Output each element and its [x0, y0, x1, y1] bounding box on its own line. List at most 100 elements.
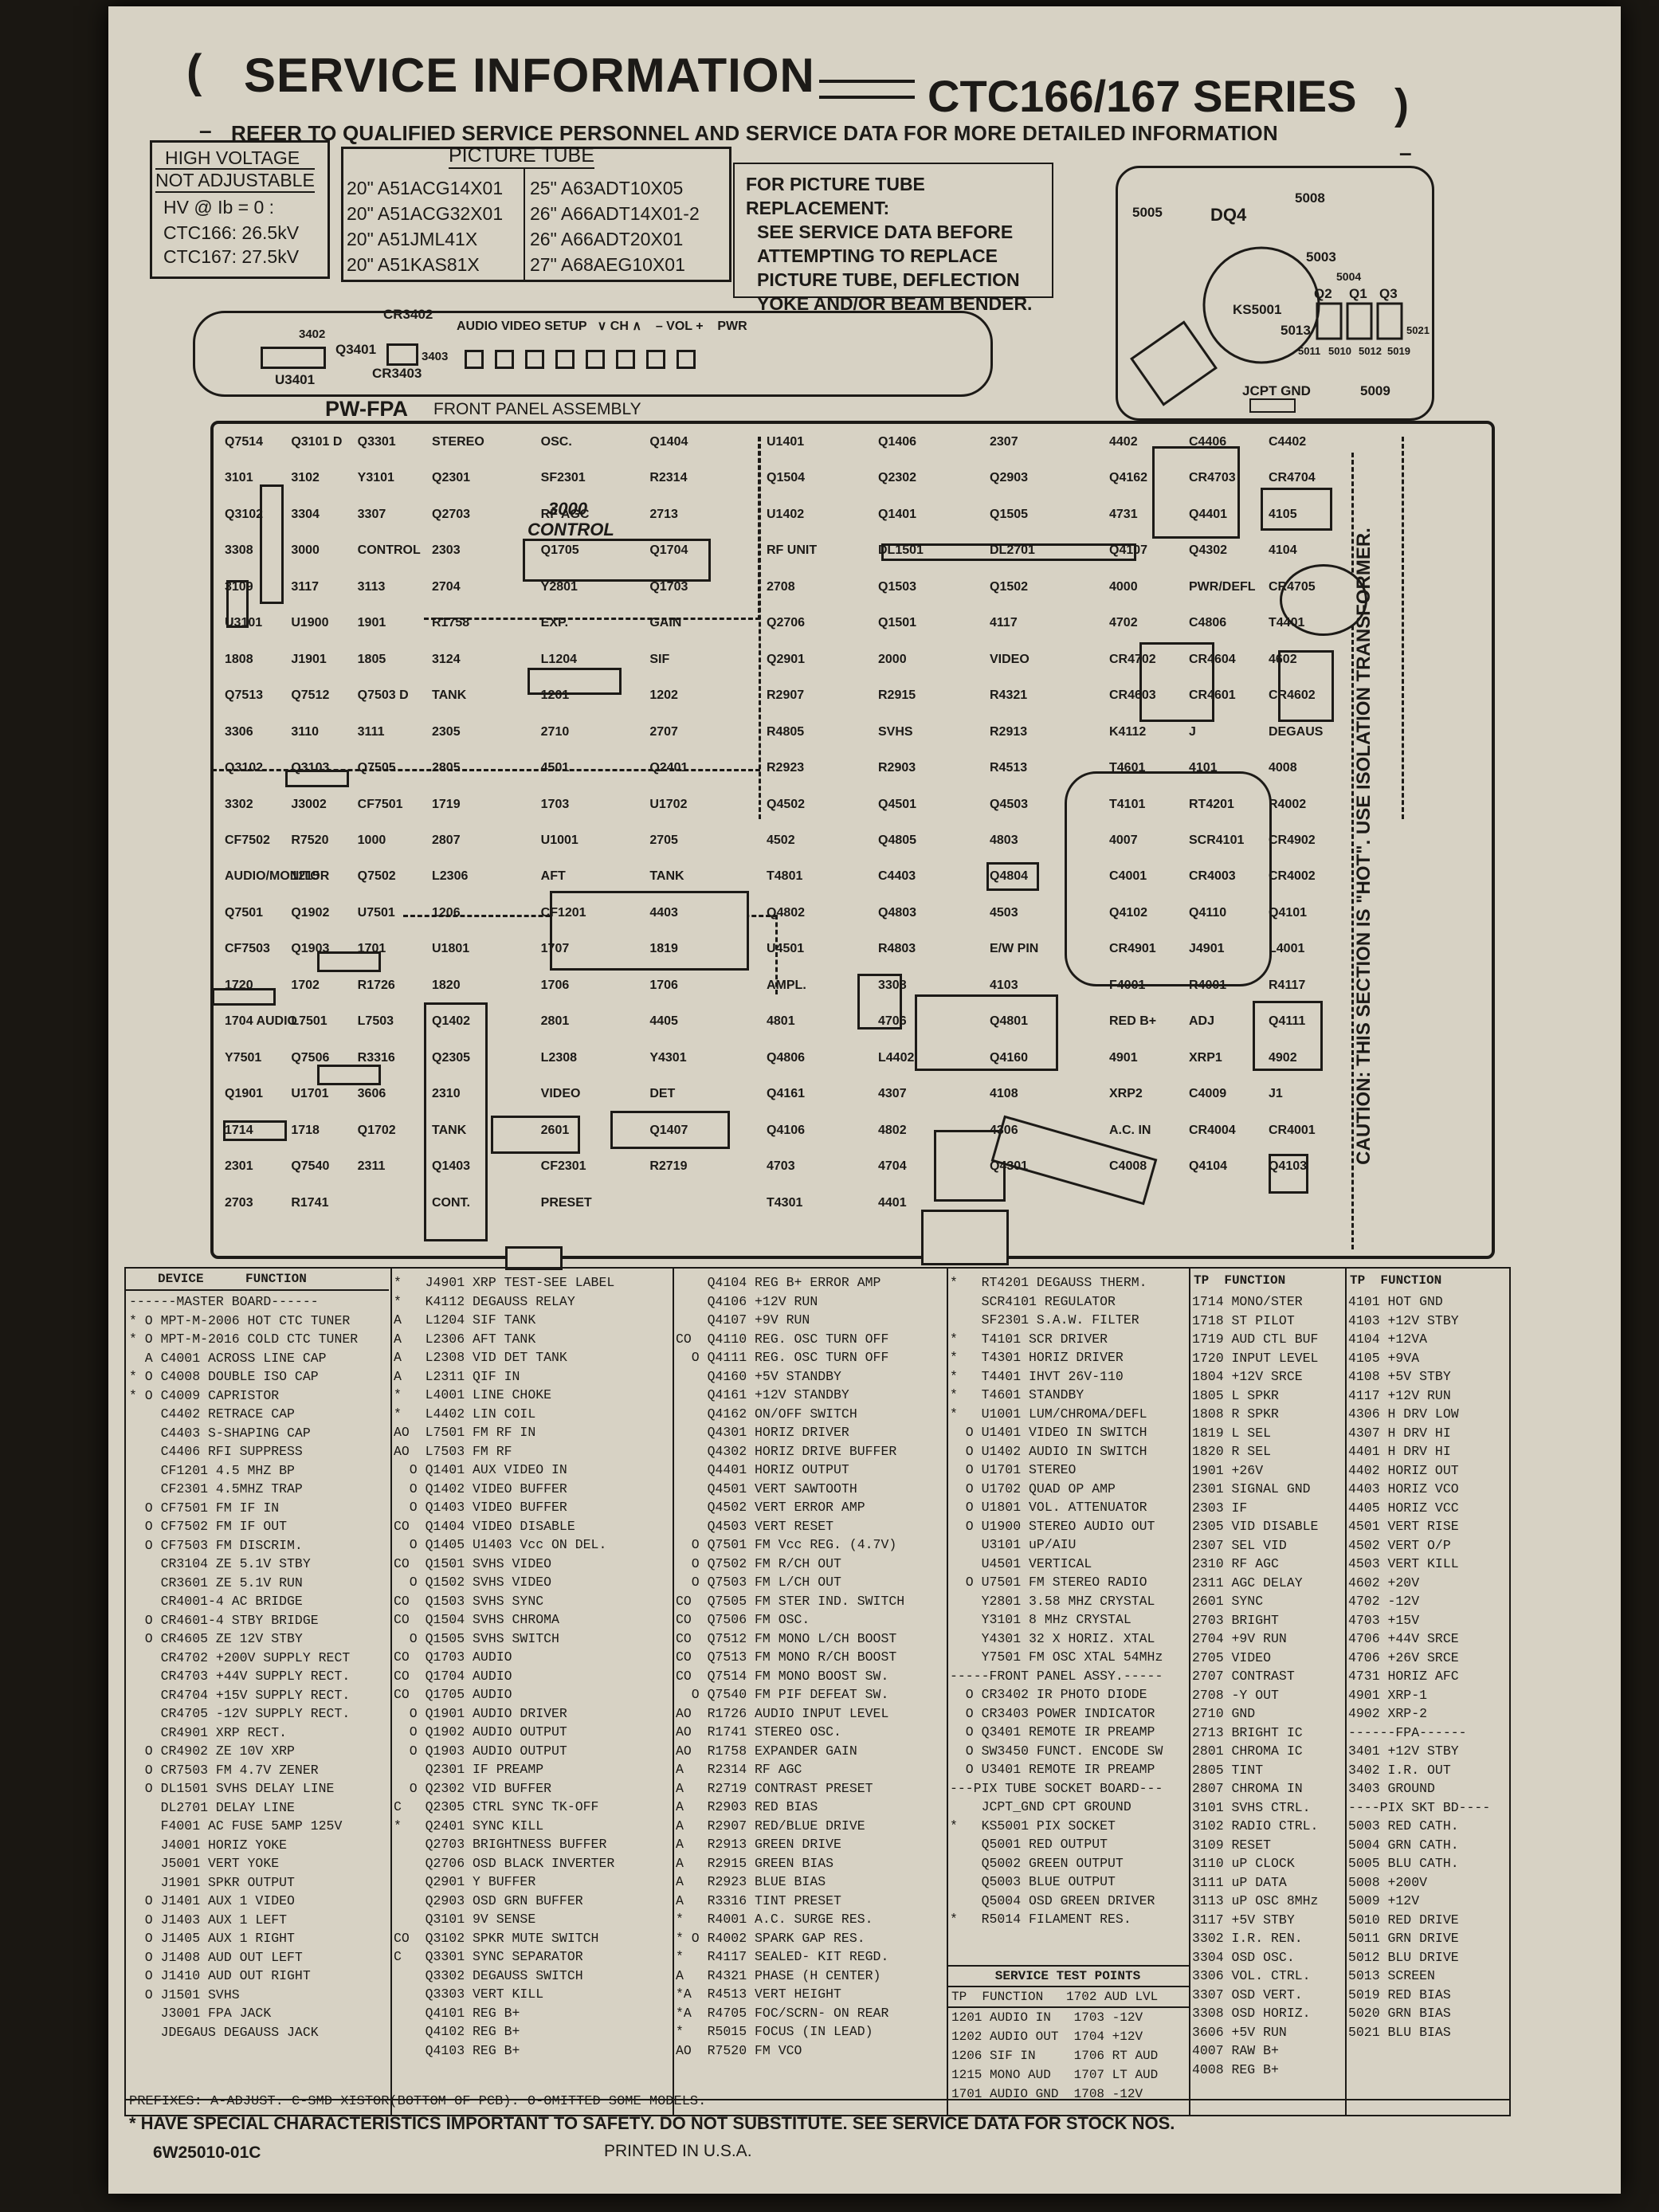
legend-col6-row: 4117 +12V RUN	[1348, 1387, 1451, 1403]
board-label: R4117	[1269, 978, 1306, 992]
legend-divider-5	[1345, 1269, 1347, 2115]
board-label: 4008	[1269, 761, 1297, 775]
board-label: VIDEO	[990, 652, 1030, 666]
legend-col3-row: Q4161 +12V STANDBY	[676, 1387, 849, 1402]
col5-header: TP FUNCTION	[1194, 1273, 1285, 1288]
front-panel-buttons	[465, 350, 696, 369]
volume-down-button[interactable]	[616, 350, 635, 369]
legend-col4-row: O U1402 AUDIO IN SWITCH	[950, 1443, 1147, 1459]
board-label: 2708	[767, 579, 795, 594]
volume-up-button[interactable]	[646, 350, 665, 369]
board-label: 1701	[357, 942, 386, 956]
fpa-label-3403: 3403	[422, 350, 449, 363]
board-label: Q4103	[1269, 1159, 1308, 1174]
legend-col3-row: * R4001 A.C. SURGE RES.	[676, 1912, 873, 1927]
board-label: C4402	[1269, 435, 1307, 449]
board-label: R3316	[357, 1050, 395, 1065]
legend-col6-row: 5013 SCREEN	[1348, 1968, 1435, 1983]
board-label: CR4704	[1269, 471, 1316, 485]
board-label: 1215	[291, 869, 320, 884]
board-label: 2705	[649, 833, 678, 847]
board-label: Q1704	[649, 543, 688, 558]
legend-col3-row: Q4160 +5V STANDBY	[676, 1368, 841, 1384]
test-point-row: 1215 MONO AUD 1707 LT AUD	[951, 2068, 1159, 2082]
legend-col5-row: 2307 SEL VID	[1192, 1537, 1287, 1553]
power-button[interactable]	[677, 350, 696, 369]
pix-socket-drawing	[1130, 246, 1403, 413]
legend-col4-row: U4501 VERTICAL	[950, 1555, 1092, 1571]
legend-col5-row: 3306 VOL. CTRL.	[1192, 1968, 1311, 1983]
legend-col2-row: * L4001 LINE CHOKE	[394, 1387, 552, 1402]
board-label: CR4603	[1109, 688, 1156, 703]
board-label: 2703	[225, 1195, 253, 1210]
legend-col5-row: 3302 I.R. REN.	[1192, 1931, 1303, 1946]
board-label: C4009	[1189, 1087, 1227, 1101]
fpa-caption: FRONT PANEL ASSEMBLY	[433, 400, 641, 418]
board-label: 3308	[878, 978, 907, 992]
legend-col2-row: C Q3301 SYNC SEPARATOR	[394, 1949, 583, 1964]
legend-col2-row: Q3101 9V SENSE	[394, 1912, 536, 1927]
test-points-title: SERVICE TEST POINTS	[947, 1967, 1189, 1987]
board-label: CR4601	[1189, 688, 1236, 703]
board-label: Q4101	[1269, 905, 1308, 920]
board-label: R2314	[649, 471, 688, 485]
legend-col1-row: F4001 AC FUSE 5AMP 125V	[129, 1818, 343, 1834]
board-label: Q3301	[357, 435, 396, 449]
note-line-1: FOR PICTURE TUBE REPLACEMENT:	[746, 174, 925, 218]
board-label: CR4004	[1189, 1123, 1236, 1137]
legend-col3-row: AO R7520 FM VCO	[676, 2042, 802, 2058]
legend-col3-row: AO R1726 AUDIO INPUT LEVEL	[676, 1705, 889, 1721]
board-label: Q7501	[225, 905, 264, 920]
board-label: R4805	[767, 724, 805, 739]
board-label: U1702	[649, 797, 688, 811]
header-subtitle: REFER TO QUALIFIED SERVICE PERSONNEL AND…	[231, 121, 1278, 145]
channel-up-button[interactable]	[586, 350, 605, 369]
legend-col1-row: O CF7501 FM IF IN	[129, 1500, 280, 1516]
setup-button[interactable]	[465, 350, 484, 369]
channel-down-button[interactable]	[555, 350, 575, 369]
board-label: C4406	[1189, 435, 1227, 449]
legend-col6-row: 5004 GRN CATH.	[1348, 1837, 1459, 1853]
board-label: CR4901	[1109, 942, 1156, 956]
video-button[interactable]	[495, 350, 514, 369]
board-label: Q4501	[878, 797, 917, 811]
audio-button[interactable]	[525, 350, 544, 369]
l4402-coil	[1280, 564, 1367, 636]
board-label: 2710	[540, 724, 570, 739]
legend-col6-row: 5008 +200V	[1348, 1874, 1428, 1890]
legend-col2-row: CO Q1404 VIDEO DISABLE	[394, 1518, 575, 1534]
board-label: R2923	[767, 761, 805, 775]
legend-col6-row: 3401 +12V STBY	[1348, 1743, 1459, 1759]
board-label: DET	[649, 1087, 676, 1101]
board-label: AFT	[540, 869, 566, 884]
legend-col6-row: 4105 +9VA	[1348, 1350, 1420, 1366]
board-label: CF1201	[540, 905, 586, 920]
board-label: 4803	[990, 833, 1018, 847]
legend-col4-row: * T4401 IHVT 26V-110	[950, 1368, 1124, 1384]
board-label: Q7502	[357, 869, 396, 884]
board-label: 3101	[225, 471, 253, 485]
board-label: ADJ	[1189, 1014, 1215, 1029]
board-label: F4001	[1109, 978, 1146, 992]
k4112-relay	[857, 974, 902, 1030]
board-label: U1900	[291, 616, 329, 630]
dl1501-part	[491, 1116, 580, 1154]
board-label: U7501	[357, 905, 395, 920]
fpa-label-u3401: U3401	[275, 372, 316, 387]
legend-col2-row: Q2903 OSD GRN BUFFER	[394, 1892, 583, 1908]
legend-col1-row: J3001 FPA JACK	[129, 2006, 272, 2021]
legend-column-3: Q4104 REG B+ ERROR AMP Q4106 +12V RUN Q4…	[676, 1273, 945, 2115]
board-label: J1	[1269, 1087, 1283, 1101]
tube-left-3: 20" A51JML41X	[347, 229, 478, 249]
board-label: SCR4101	[1189, 833, 1245, 847]
legend-col4-row: O U7501 FM STEREO RADIO	[950, 1575, 1147, 1590]
service-label-sheet: ( SERVICE INFORMATION CTC166/167 SERIES …	[108, 6, 1621, 2194]
board-label: C4008	[1109, 1159, 1147, 1174]
legend-col4-row: * U1001 LUM/CHROMA/DEFL	[950, 1406, 1147, 1422]
board-label: CONTROL	[357, 543, 421, 558]
col6-header: TP FUNCTION	[1350, 1273, 1441, 1288]
legend-col3-row: Q4302 HORIZ DRIVE BUFFER	[676, 1443, 897, 1459]
legend-col4-row: * RT4201 DEGAUSS THERM.	[950, 1275, 1147, 1290]
board-label: Q4801	[990, 1014, 1029, 1029]
hv-line-1: HV @ Ib = 0 :	[163, 197, 275, 218]
